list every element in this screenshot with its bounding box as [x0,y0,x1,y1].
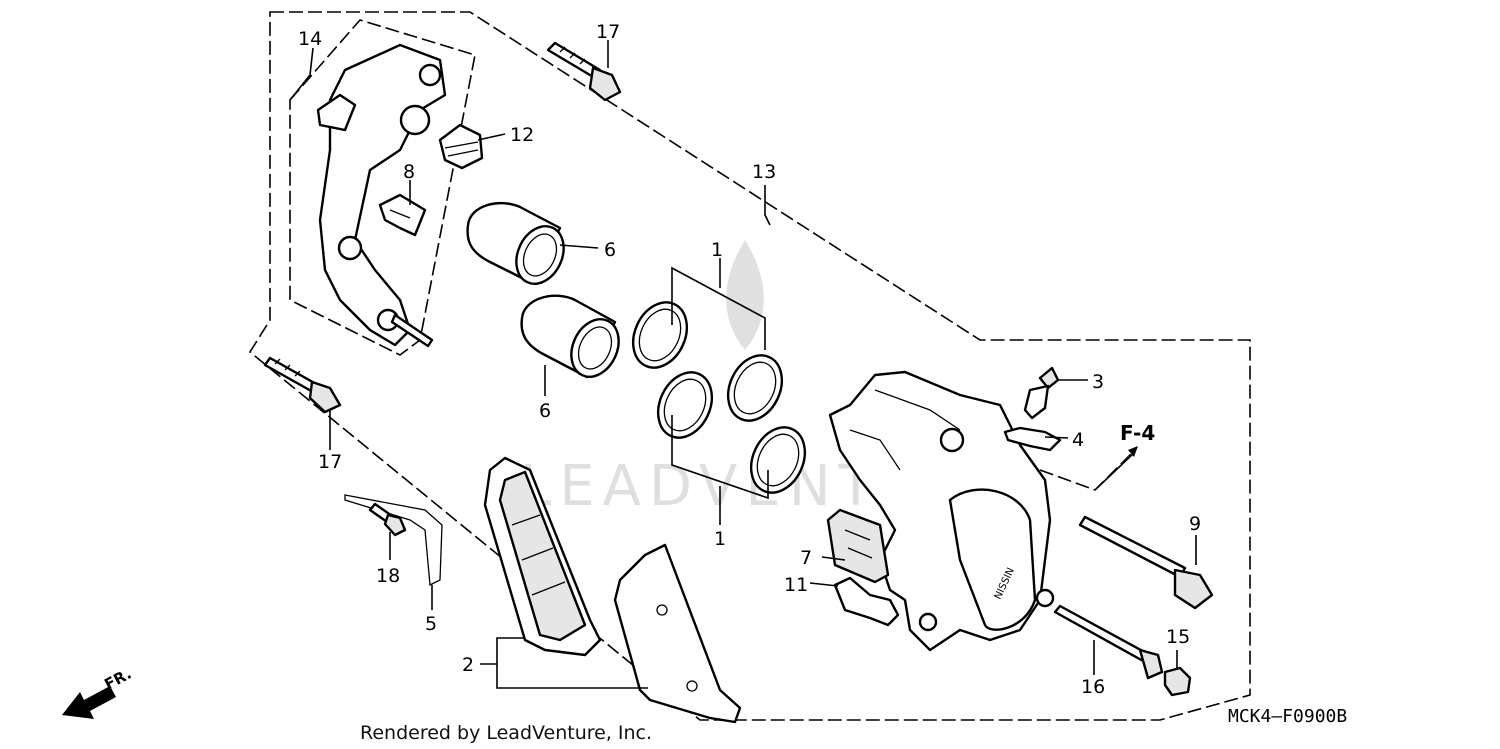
section-reference: F-4 [1094,421,1155,491]
drawing-code: MCK4—F0900B [1228,706,1347,727]
callout-8: 8 [403,161,415,183]
watermark-flame-icon [726,240,764,350]
brake-pad-part-2-b [613,543,742,724]
callout-2: 2 [462,654,474,676]
callout-1-top: 1 [711,239,723,261]
callout-17-bottom: 17 [318,451,342,473]
callout-12: 12 [510,124,534,146]
front-direction-indicator: FR. [62,665,134,719]
callout-11: 11 [784,574,808,596]
boundary-f4-line [1039,449,1136,491]
callout-6-bottom: 6 [539,400,551,422]
pad-spring-part-7 [826,508,890,584]
caliper-bracket-part-14 [316,43,447,348]
credit-text: Rendered by LeadVenture, Inc. [360,722,652,744]
callout-4: 4 [1072,429,1084,451]
front-arrow-icon [62,686,116,719]
callout-labels: 14 17 12 8 13 6 6 1 1 3 4 7 11 9 15 16 1… [298,21,1201,698]
callout-18: 18 [376,565,400,587]
pin-part-11 [833,576,900,627]
callout-14: 14 [298,28,322,50]
bolt-part-17-bottom [263,356,342,414]
piston-part-6-top [466,202,565,285]
bolt-part-18 [368,502,407,537]
pad-retainer-part-8 [378,193,427,237]
callout-6-top: 6 [604,239,616,261]
callout-9: 9 [1189,513,1201,535]
callout-7: 7 [800,547,812,569]
pin-bolt-part-9 [1078,515,1214,610]
callout-1-bottom: 1 [714,528,726,550]
pin-part-16 [1053,604,1164,680]
leader-lines [289,40,1197,689]
assembly-boundary-13 [248,11,1251,721]
callout-5: 5 [425,613,437,635]
bleeder-screw-part-3 [1023,366,1060,420]
boot-part-15 [1163,666,1192,697]
caliper-body: NISSIN [828,370,1055,652]
callout-16: 16 [1081,676,1105,698]
piston-part-6-bottom [520,294,620,379]
bolt-part-17-top [546,41,622,102]
pad-spring-part-5 [344,494,443,587]
arrow-up-right-icon [1128,446,1138,457]
boot-part-12 [438,123,484,170]
section-reference-label: F-4 [1120,421,1155,445]
brake-pad-part-2-a [483,456,602,657]
callout-15: 15 [1166,626,1190,648]
callout-3: 3 [1092,371,1104,393]
bleeder-cap-part-4 [1003,426,1062,452]
callout-13: 13 [752,161,776,183]
callout-17-top: 17 [596,21,620,43]
